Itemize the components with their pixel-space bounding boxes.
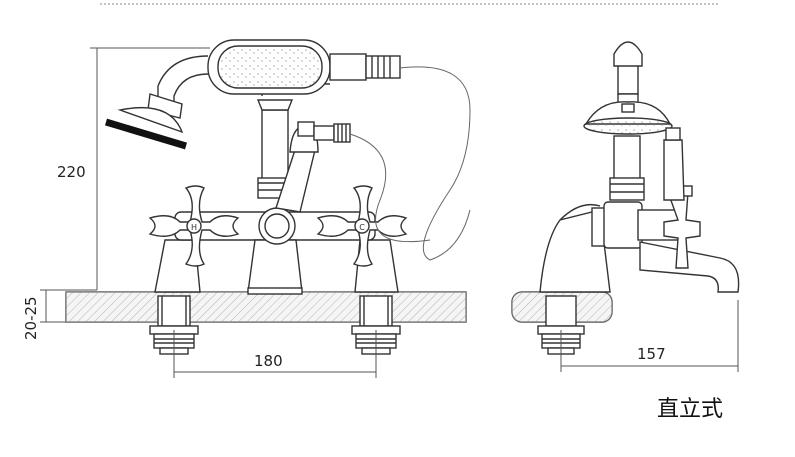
side-dimensions <box>560 300 739 372</box>
right-cross-handle: C <box>316 185 408 267</box>
riser <box>261 109 289 181</box>
depth-label: 157 <box>637 345 666 363</box>
caption: 直立式 <box>657 397 724 422</box>
handset <box>157 39 401 104</box>
cross-handle-side <box>663 191 701 269</box>
center-spout <box>247 239 303 293</box>
height-mount-label: 20-25 <box>22 296 40 340</box>
left-cross-handle: H <box>148 185 240 267</box>
front-dimensions <box>40 47 377 378</box>
front-view: H C <box>65 39 471 355</box>
hose-front <box>399 66 471 261</box>
cold-cap-icon: C <box>359 223 365 232</box>
width-centers-label: 180 <box>254 352 283 370</box>
spout-side <box>639 241 740 293</box>
side-view <box>511 41 740 355</box>
hose-connector <box>313 125 335 141</box>
hot-cap-icon: H <box>191 223 197 232</box>
shower-head-front <box>104 93 188 150</box>
shower-head-side <box>583 41 673 135</box>
height-total-label: 220 <box>57 163 86 181</box>
diverter-lever-side <box>663 139 685 201</box>
